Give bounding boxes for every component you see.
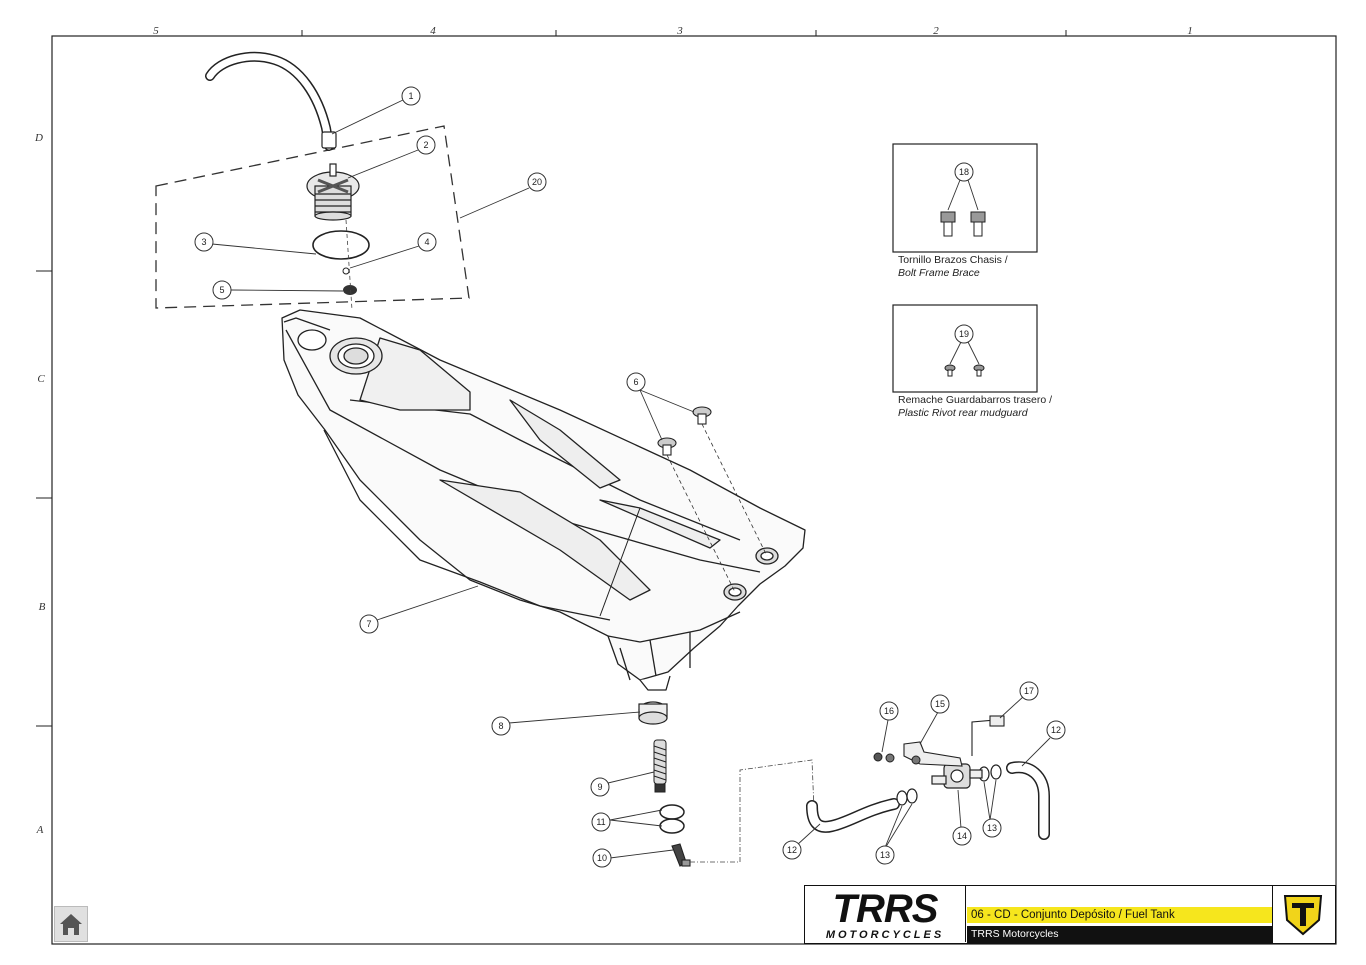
logo-subtext: MOTORCYCLES [826,929,944,941]
callout-16: 16 [884,706,894,716]
inset-19-caption: Remache Guardabarros trasero / Plastic R… [898,394,1052,420]
home-icon [60,914,82,935]
callout-12-left: 12 [787,845,797,855]
bracket-screws [873,752,921,765]
inset-box-18 [892,143,1038,253]
fuel-tap [931,763,983,789]
fuel-hose-left-inner [807,799,899,832]
inset-18-label-en: Bolt Frame Brace [898,267,980,279]
tank-bolt-rear [657,437,677,456]
row-label-d: D [34,132,43,144]
fuel-cap [306,163,360,221]
callout-12-right: 12 [1051,725,1061,735]
callout-8: 8 [498,721,503,731]
row-label-c: C [37,373,45,385]
inset-19-label-en: Plastic Rivot rear mudguard [898,407,1028,419]
callout-6: 6 [633,377,638,387]
hose-clip-right [978,764,1002,782]
hose-clamp [638,701,668,725]
callout-4: 4 [424,237,429,247]
cap-axis-line [345,219,353,311]
brand-mark [1272,886,1335,942]
inset-19-rivets [944,364,985,377]
drawing-frame [51,35,1337,945]
callout-19: 19 [959,329,969,339]
filter-o-ring-top [659,804,685,820]
callout-14: 14 [957,831,967,841]
callout-9: 9 [597,782,602,792]
callout-bubbles [194,86,1066,868]
cap-valve [342,267,350,275]
fuel-tank [281,309,806,691]
logo-wordmark: TRRS [833,887,939,931]
tank-bolt-front [692,406,712,425]
hose-clip-left [896,788,918,806]
fuel-filter [653,739,667,793]
callout-3: 3 [201,237,206,247]
callout-11: 11 [596,817,605,827]
callout-18: 18 [959,167,969,177]
breather-hose-inner [206,53,333,150]
callout-15: 15 [935,699,945,709]
fuel-line-routing [690,759,815,863]
title-block: TRRS MOTORCYCLES 06 - CD - Conjunto Depó… [804,885,1336,944]
fuel-return-pipe [971,715,1005,756]
inset-box-19 [892,304,1038,393]
callout-5: 5 [219,285,224,295]
callout-7: 7 [366,619,371,629]
cap-o-ring [312,230,370,260]
row-label-b: B [39,601,46,613]
callout-2: 2 [423,140,428,150]
callout-13-left: 13 [880,850,890,860]
callout-10: 10 [597,853,607,863]
callout-leader-lines [211,99,1051,859]
trrs-logo: TRRS MOTORCYCLES [805,886,966,942]
inset-19-label-es: Remache Guardabarros trasero / [898,394,1053,406]
column-ticks [301,30,1067,36]
inset-18-label-es: Tornillo Brazos Chasis / [898,254,1008,266]
callout-17: 17 [1024,686,1034,696]
fuel-hose-right-inner [1007,762,1049,839]
callout-13-right: 13 [987,823,997,833]
company-name: TRRS Motorcycles [967,926,1273,943]
drawing-title: 06 - CD - Conjunto Depósito / Fuel Tank [967,907,1273,923]
column-label-2: 2 [933,25,939,37]
callout-1: 1 [408,91,413,101]
row-label-a: A [36,824,44,836]
cap-seal [343,285,357,295]
inset-18-caption: Tornillo Brazos Chasis / Bolt Frame Brac… [898,254,1008,280]
column-label-1: 1 [1187,25,1193,37]
fuel-tap-fitting [671,843,691,867]
trrs-logo-artwork: TRRS MOTORCYCLES [826,887,944,941]
home-button[interactable] [54,906,88,942]
brand-shield-icon [1283,895,1323,936]
row-ticks [36,270,52,727]
column-label-5: 5 [153,25,159,37]
breather-hose [205,51,334,151]
filter-o-ring-bottom [659,818,685,834]
callout-numbers: 1 2 3 4 5 6 7 8 9 10 11 12 12 13 13 14 1… [201,91,1061,863]
cap-assembly-dashed-outline [155,125,470,309]
bolt-axis-rear [666,454,736,593]
callout-20: 20 [532,177,542,187]
inset-18-bolts [940,211,986,237]
breather-hose-end [321,131,337,149]
column-label-3: 3 [676,25,683,37]
column-label-4: 4 [430,25,436,37]
bolt-axis-front [701,423,768,557]
